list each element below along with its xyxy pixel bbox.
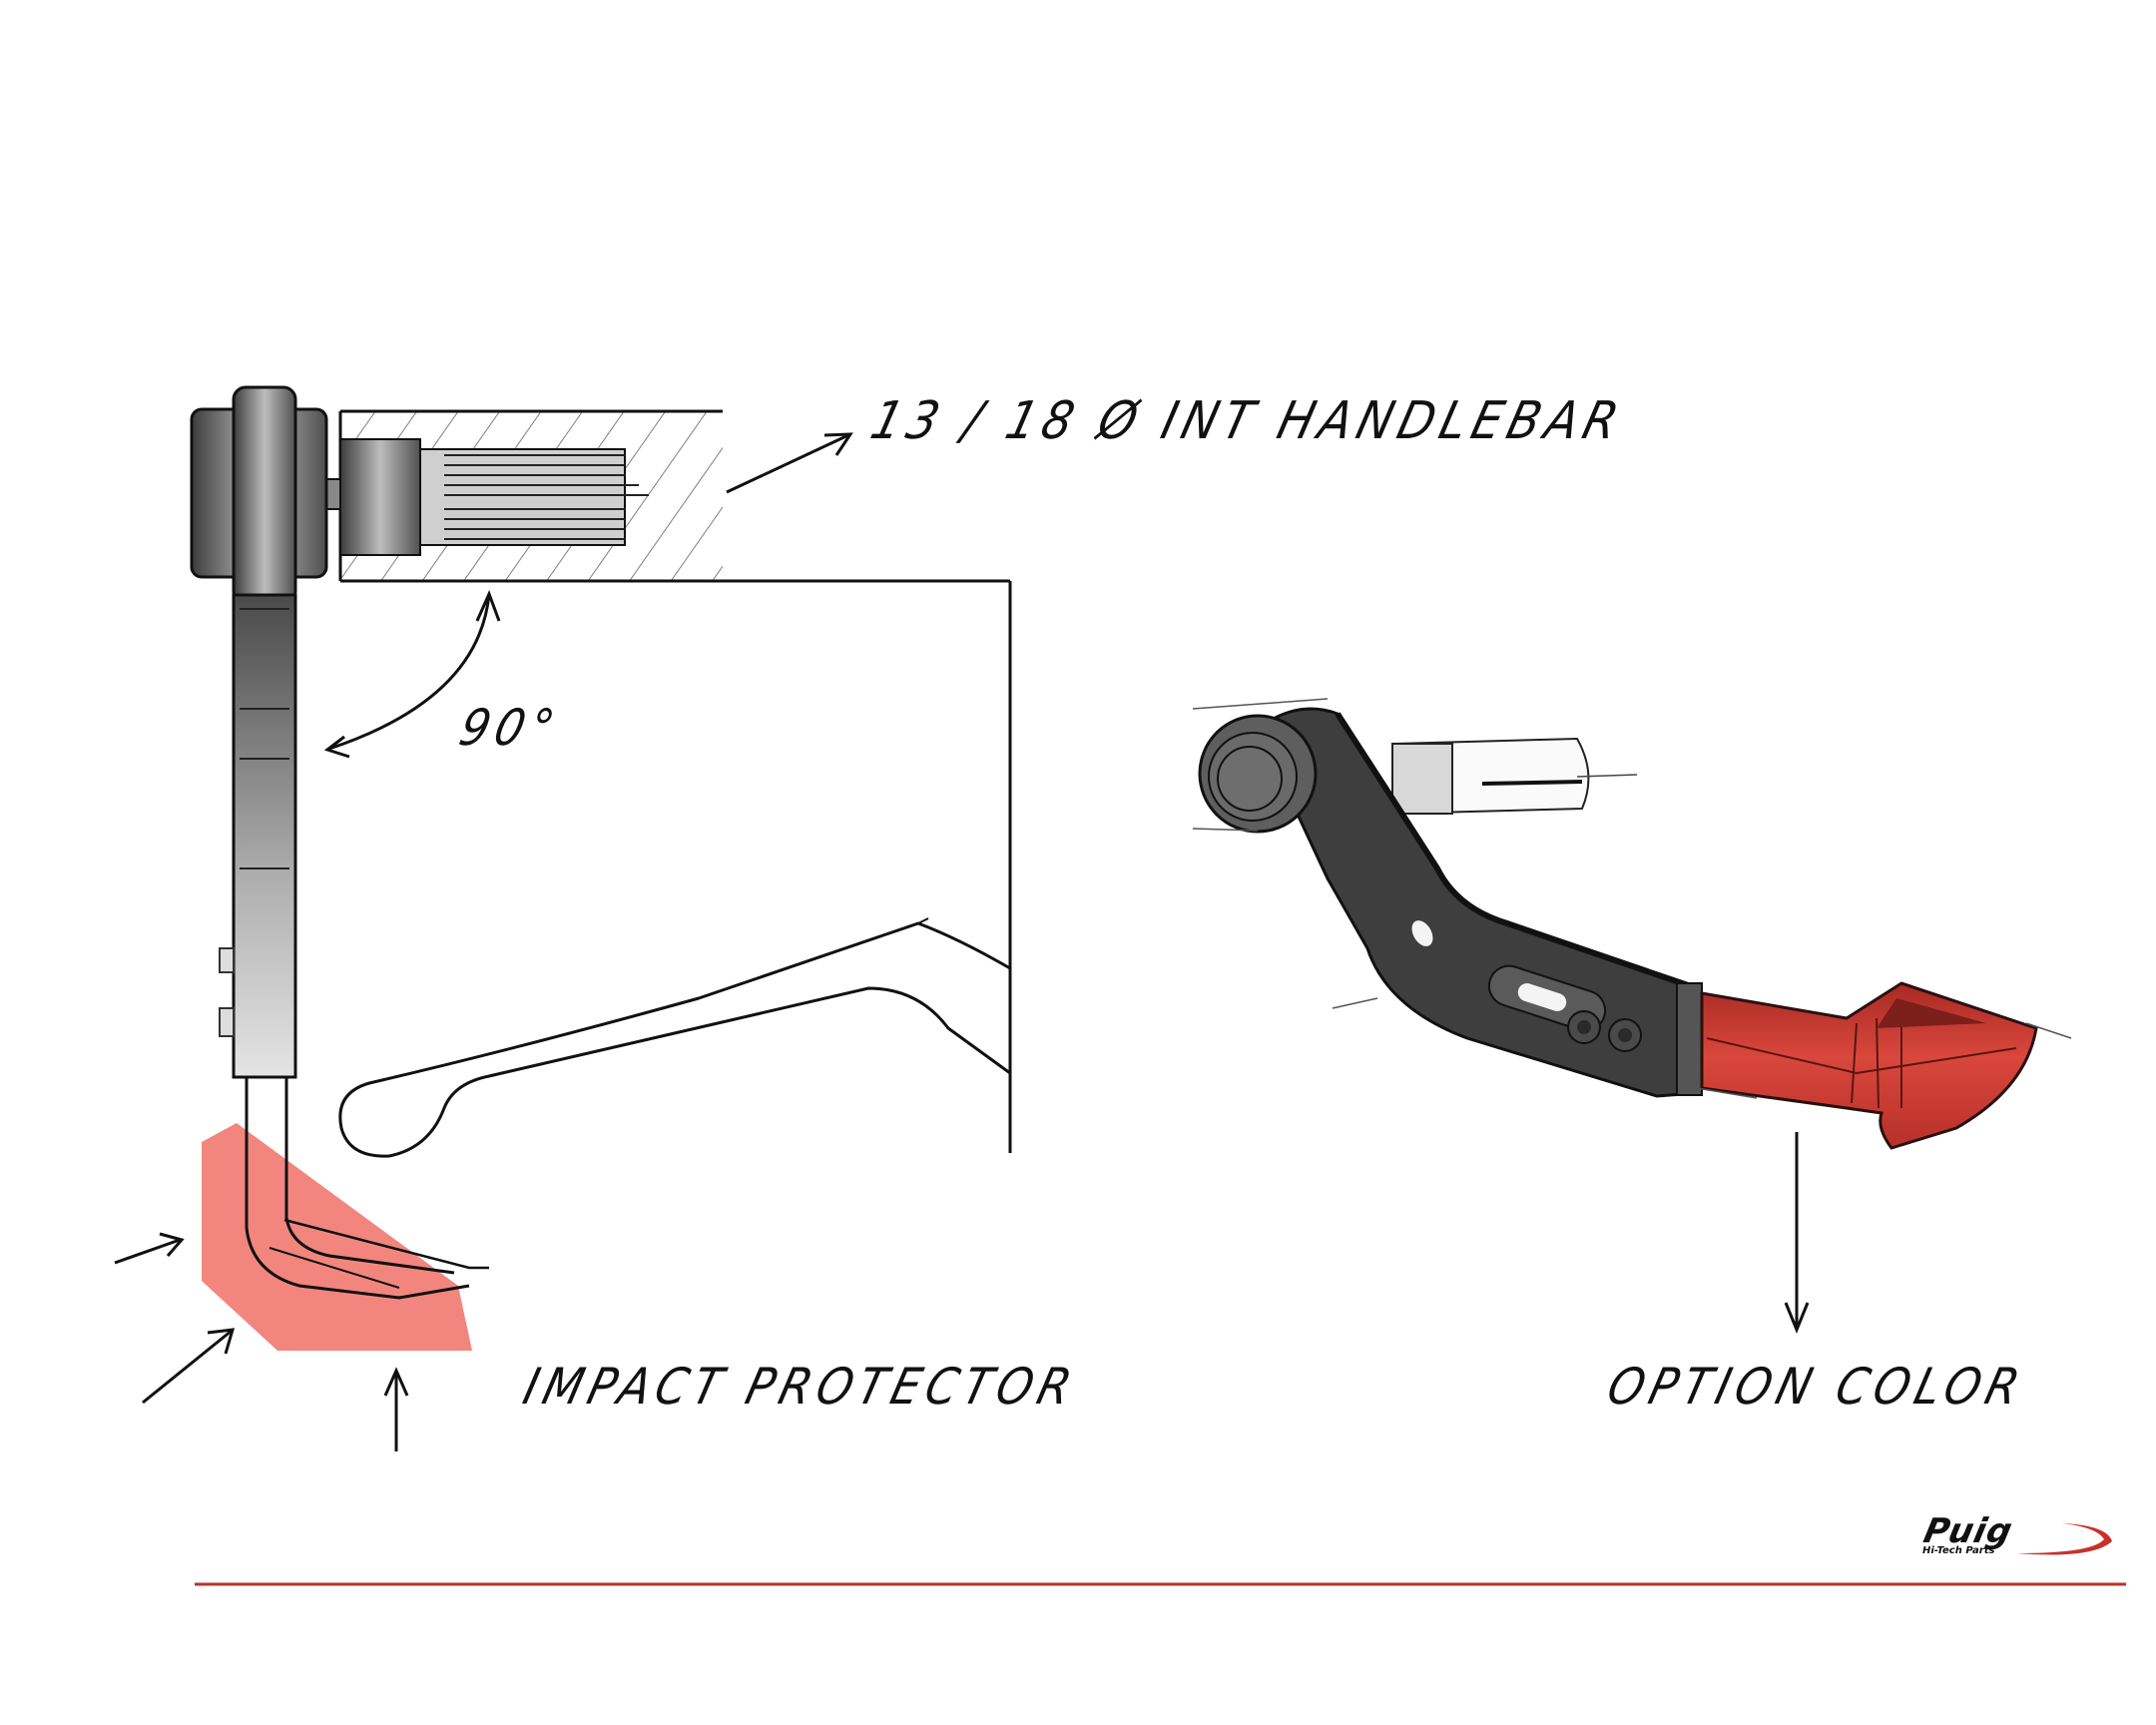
option-color-tip	[1700, 981, 2038, 1150]
impact-protector-highlight	[202, 1123, 472, 1351]
puig-logo: Puig Hi-Tech Parts	[1920, 1511, 2122, 1563]
angle-label: 90°	[453, 699, 566, 757]
handlebar-size-label: 13 / 18 Ø INT HANDLEBAR	[864, 391, 1631, 451]
impact-protector-label: IMPACT PROTECTOR	[517, 1358, 1084, 1416]
lever-guard-side-view	[114, 385, 1012, 1451]
lever-guard-3d-render	[1192, 698, 2072, 1334]
logo-tagline: Hi-Tech Parts	[1922, 1545, 1995, 1556]
option-color-label: OPTION COLOR	[1601, 1358, 2031, 1416]
